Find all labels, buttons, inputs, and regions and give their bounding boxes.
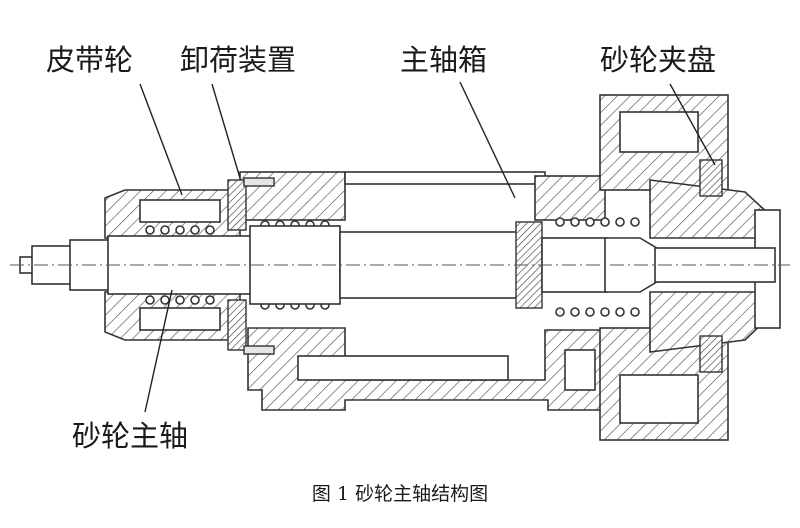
label-pulley: 皮带轮 [46,43,133,77]
leader-spindle-box [459,81,516,199]
label-wheel-chuck: 砂轮夹盘 [600,43,716,77]
leader-unloading-device [211,83,241,179]
leader-grinding-spindle [144,289,173,413]
figure-caption: 图 1 砂轮主轴结构图 [312,483,488,505]
leader-pulley [139,83,183,196]
leader-lines [139,81,716,413]
wheel-chuck-assembly [599,94,781,441]
label-unloading-device: 卸荷装置 [180,43,296,77]
unloading-device [227,177,275,355]
grinding-spindle [10,221,790,309]
label-grinding-spindle: 砂轮主轴 [72,419,188,453]
spindle-box-housing [239,171,606,411]
front-bearings [555,217,640,317]
leader-wheel-chuck [669,83,716,166]
label-spindle-box: 主轴箱 [400,43,487,77]
